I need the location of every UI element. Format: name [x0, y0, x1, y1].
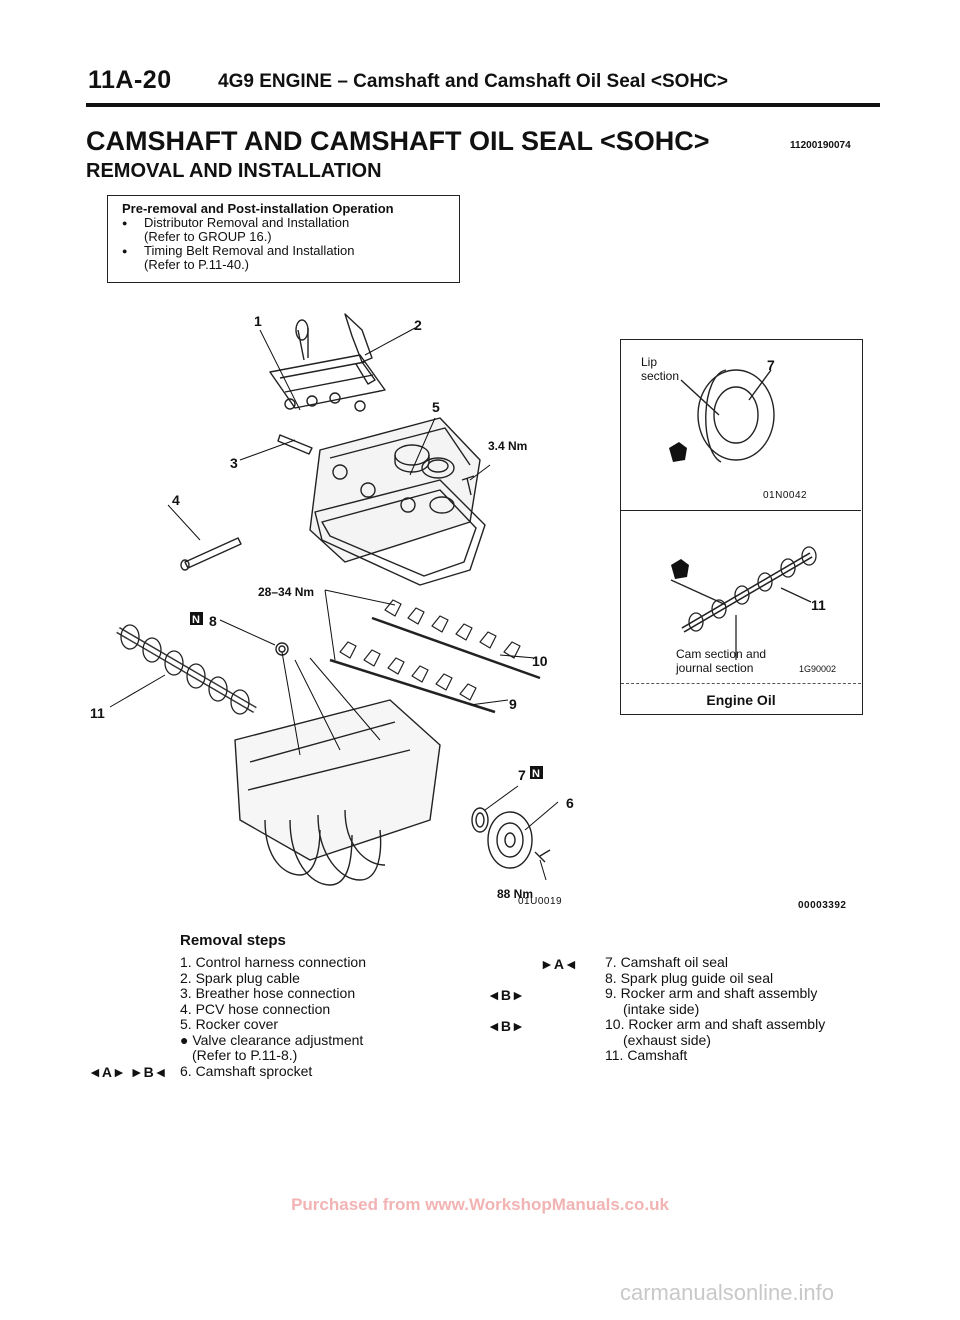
step-item: 9. Rocker arm and shaft assembly: [605, 985, 818, 1001]
callout-2: 2: [414, 317, 422, 333]
step-item: 11. Camshaft: [605, 1047, 688, 1063]
callout-7: 7: [518, 767, 526, 783]
seal-callout: 7: [767, 357, 775, 373]
page-title: CAMSHAFT AND CAMSHAFT OIL SEAL <SOHC>: [86, 126, 710, 156]
step-item: 6. Camshaft sprocket: [180, 1062, 313, 1079]
torque-rocker-cover: 3.4 Nm: [488, 439, 527, 453]
step-item: 2. Spark plug cable: [180, 969, 300, 986]
header-rule: [86, 103, 880, 107]
cam-label: journal section: [675, 661, 753, 675]
purchase-link[interactable]: Purchased from www.WorkshopManuals.co.uk: [291, 1195, 669, 1214]
service-mark: ◄A► ►B◄: [88, 1064, 168, 1080]
cam-label: Cam section and: [676, 647, 766, 661]
torque-sprocket: 88 Nm: [497, 887, 533, 900]
removal-steps-heading: Removal steps: [180, 932, 286, 949]
step-item: 5. Rocker cover: [180, 1016, 279, 1032]
pre-operation-item-ref: (Refer to P.11-40.): [144, 257, 250, 272]
step-item: 1. Control harness connection: [180, 954, 366, 970]
exploded-diagram: 1 2 3 4 5 8 9 10 11 7 6 N N 3.4 Nm 28–34…: [90, 313, 574, 900]
step-item-ref: (exhaust side): [623, 1031, 711, 1048]
document-code: 11200190074: [790, 140, 851, 151]
section-title: 4G9 ENGINE – Camshaft and Camshaft Oil S…: [218, 71, 728, 92]
watermark: carmanualsonline.info: [620, 1280, 835, 1305]
step-item: 8. Spark plug guide oil seal: [605, 969, 774, 986]
lip-label: Lip: [641, 355, 657, 369]
callout-9: 9: [509, 696, 517, 712]
engine-oil-label: Engine Oil: [706, 692, 776, 708]
page-subtitle: REMOVAL AND INSTALLATION: [86, 160, 382, 182]
service-mark: ◄B►: [487, 1018, 525, 1034]
step-item: ● Valve clearance adjustment: [180, 1031, 364, 1048]
page-number: 11A-20: [88, 66, 172, 94]
new-part-mark: N: [530, 766, 543, 780]
step-item-ref: (intake side): [623, 1000, 700, 1017]
callout-10: 10: [532, 653, 548, 669]
pre-operation-heading: Pre-removal and Post-installation Operat…: [122, 201, 394, 216]
cam-callout: 11: [811, 597, 826, 613]
divider: [621, 510, 861, 511]
seal-figure-code: 01N0042: [763, 490, 807, 501]
removal-steps-right: 7. Camshaft oil seal 8. Spark plug guide…: [605, 954, 826, 1064]
svg-text:N: N: [532, 768, 540, 780]
callout-1: 1: [254, 313, 262, 329]
callout-6: 6: [566, 795, 574, 811]
callout-4: 4: [172, 492, 180, 508]
callout-11: 11: [90, 705, 105, 721]
step-item-ref: (Refer to P.11-8.): [192, 1047, 298, 1063]
new-part-mark: N: [190, 612, 203, 626]
lip-label: section: [641, 369, 679, 383]
removal-steps-left: 1. Control harness connection 2. Spark p…: [180, 954, 366, 1079]
pre-operation-item: Distributor Removal and Installation: [122, 216, 459, 231]
pre-operation-item: Timing Belt Removal and Installation: [122, 244, 459, 259]
callout-8: 8: [209, 613, 217, 629]
pre-operation-box: Pre-removal and Post-installation Operat…: [107, 195, 460, 283]
cam-figure-code: 1G90002: [799, 664, 836, 674]
figure-id: 00003392: [798, 900, 847, 911]
torque-rocker-shaft: 28–34 Nm: [258, 585, 314, 599]
camshaft-detail: 11 Cam section and journal section 1G900…: [670, 546, 836, 675]
step-item: 3. Breather hose connection: [180, 985, 356, 1001]
detail-box: Lip section 7 01N0042 11 Cam section and…: [620, 339, 863, 715]
step-item: 4. PCV hose connection: [180, 1000, 331, 1017]
divider: [621, 683, 861, 684]
oil-seal-detail: Lip section 7 01N0042: [641, 355, 807, 501]
service-mark: ►A◄: [540, 956, 578, 972]
service-mark: ◄B►: [487, 987, 525, 1003]
step-item: 10. Rocker arm and shaft assembly: [605, 1016, 826, 1032]
callout-5: 5: [432, 399, 440, 415]
svg-text:N: N: [192, 614, 200, 626]
pre-operation-item-ref: (Refer to GROUP 16.): [144, 229, 272, 244]
figure-code: 01U0019: [518, 896, 563, 907]
step-item: 7. Camshaft oil seal: [605, 954, 728, 970]
callout-3: 3: [230, 455, 238, 471]
